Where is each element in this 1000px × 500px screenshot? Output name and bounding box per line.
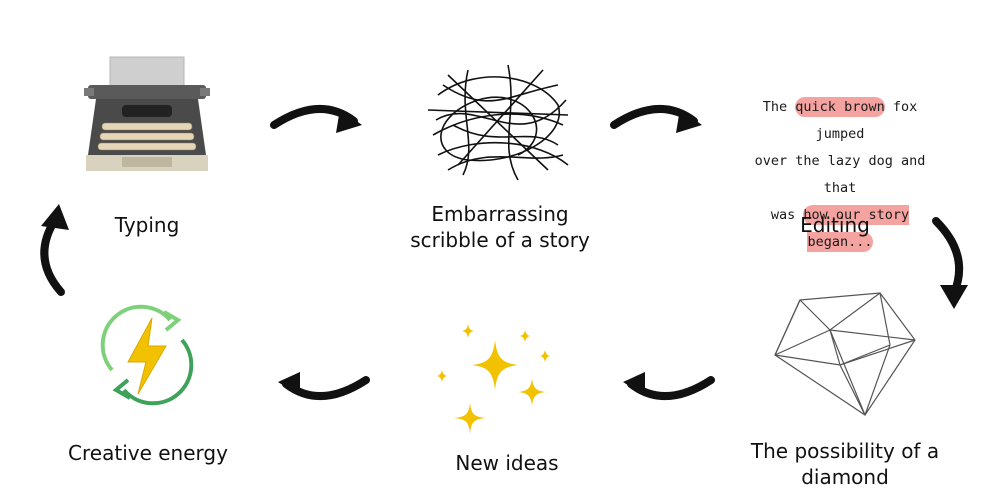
editing-line-3: was how our story began... (770, 205, 910, 252)
arrow-icon (610, 105, 702, 133)
arrow-icon (932, 217, 968, 309)
scribble-icon (427, 64, 569, 181)
arrow-icon (623, 372, 715, 400)
arrow-icon (40, 204, 69, 296)
editing-line-2: over the lazy dog and that (754, 153, 926, 196)
step-label-editing: Editing (800, 213, 870, 237)
arrow-icon (278, 372, 370, 400)
typewriter-icon (84, 56, 210, 171)
energy-cycle-icon (100, 304, 194, 406)
step-label-typing: Typing (114, 213, 180, 237)
editing-line-1: The quick brown fox jumped (762, 97, 918, 142)
arrow-icon (270, 105, 362, 133)
step-label-scribble: Embarrassing scribble of a story (410, 202, 590, 252)
step-label-creative-energy: Creative energy (68, 441, 228, 465)
highlight-1: quick brown (795, 97, 885, 117)
diamond-icon (774, 292, 916, 416)
editing-sample-text: The quick brown fox jumped over the lazy… (745, 94, 935, 256)
step-label-diamond: The possibility of a diamond (750, 439, 940, 489)
sparkles-icon (437, 324, 550, 434)
step-label-new-ideas: New ideas (455, 451, 559, 475)
